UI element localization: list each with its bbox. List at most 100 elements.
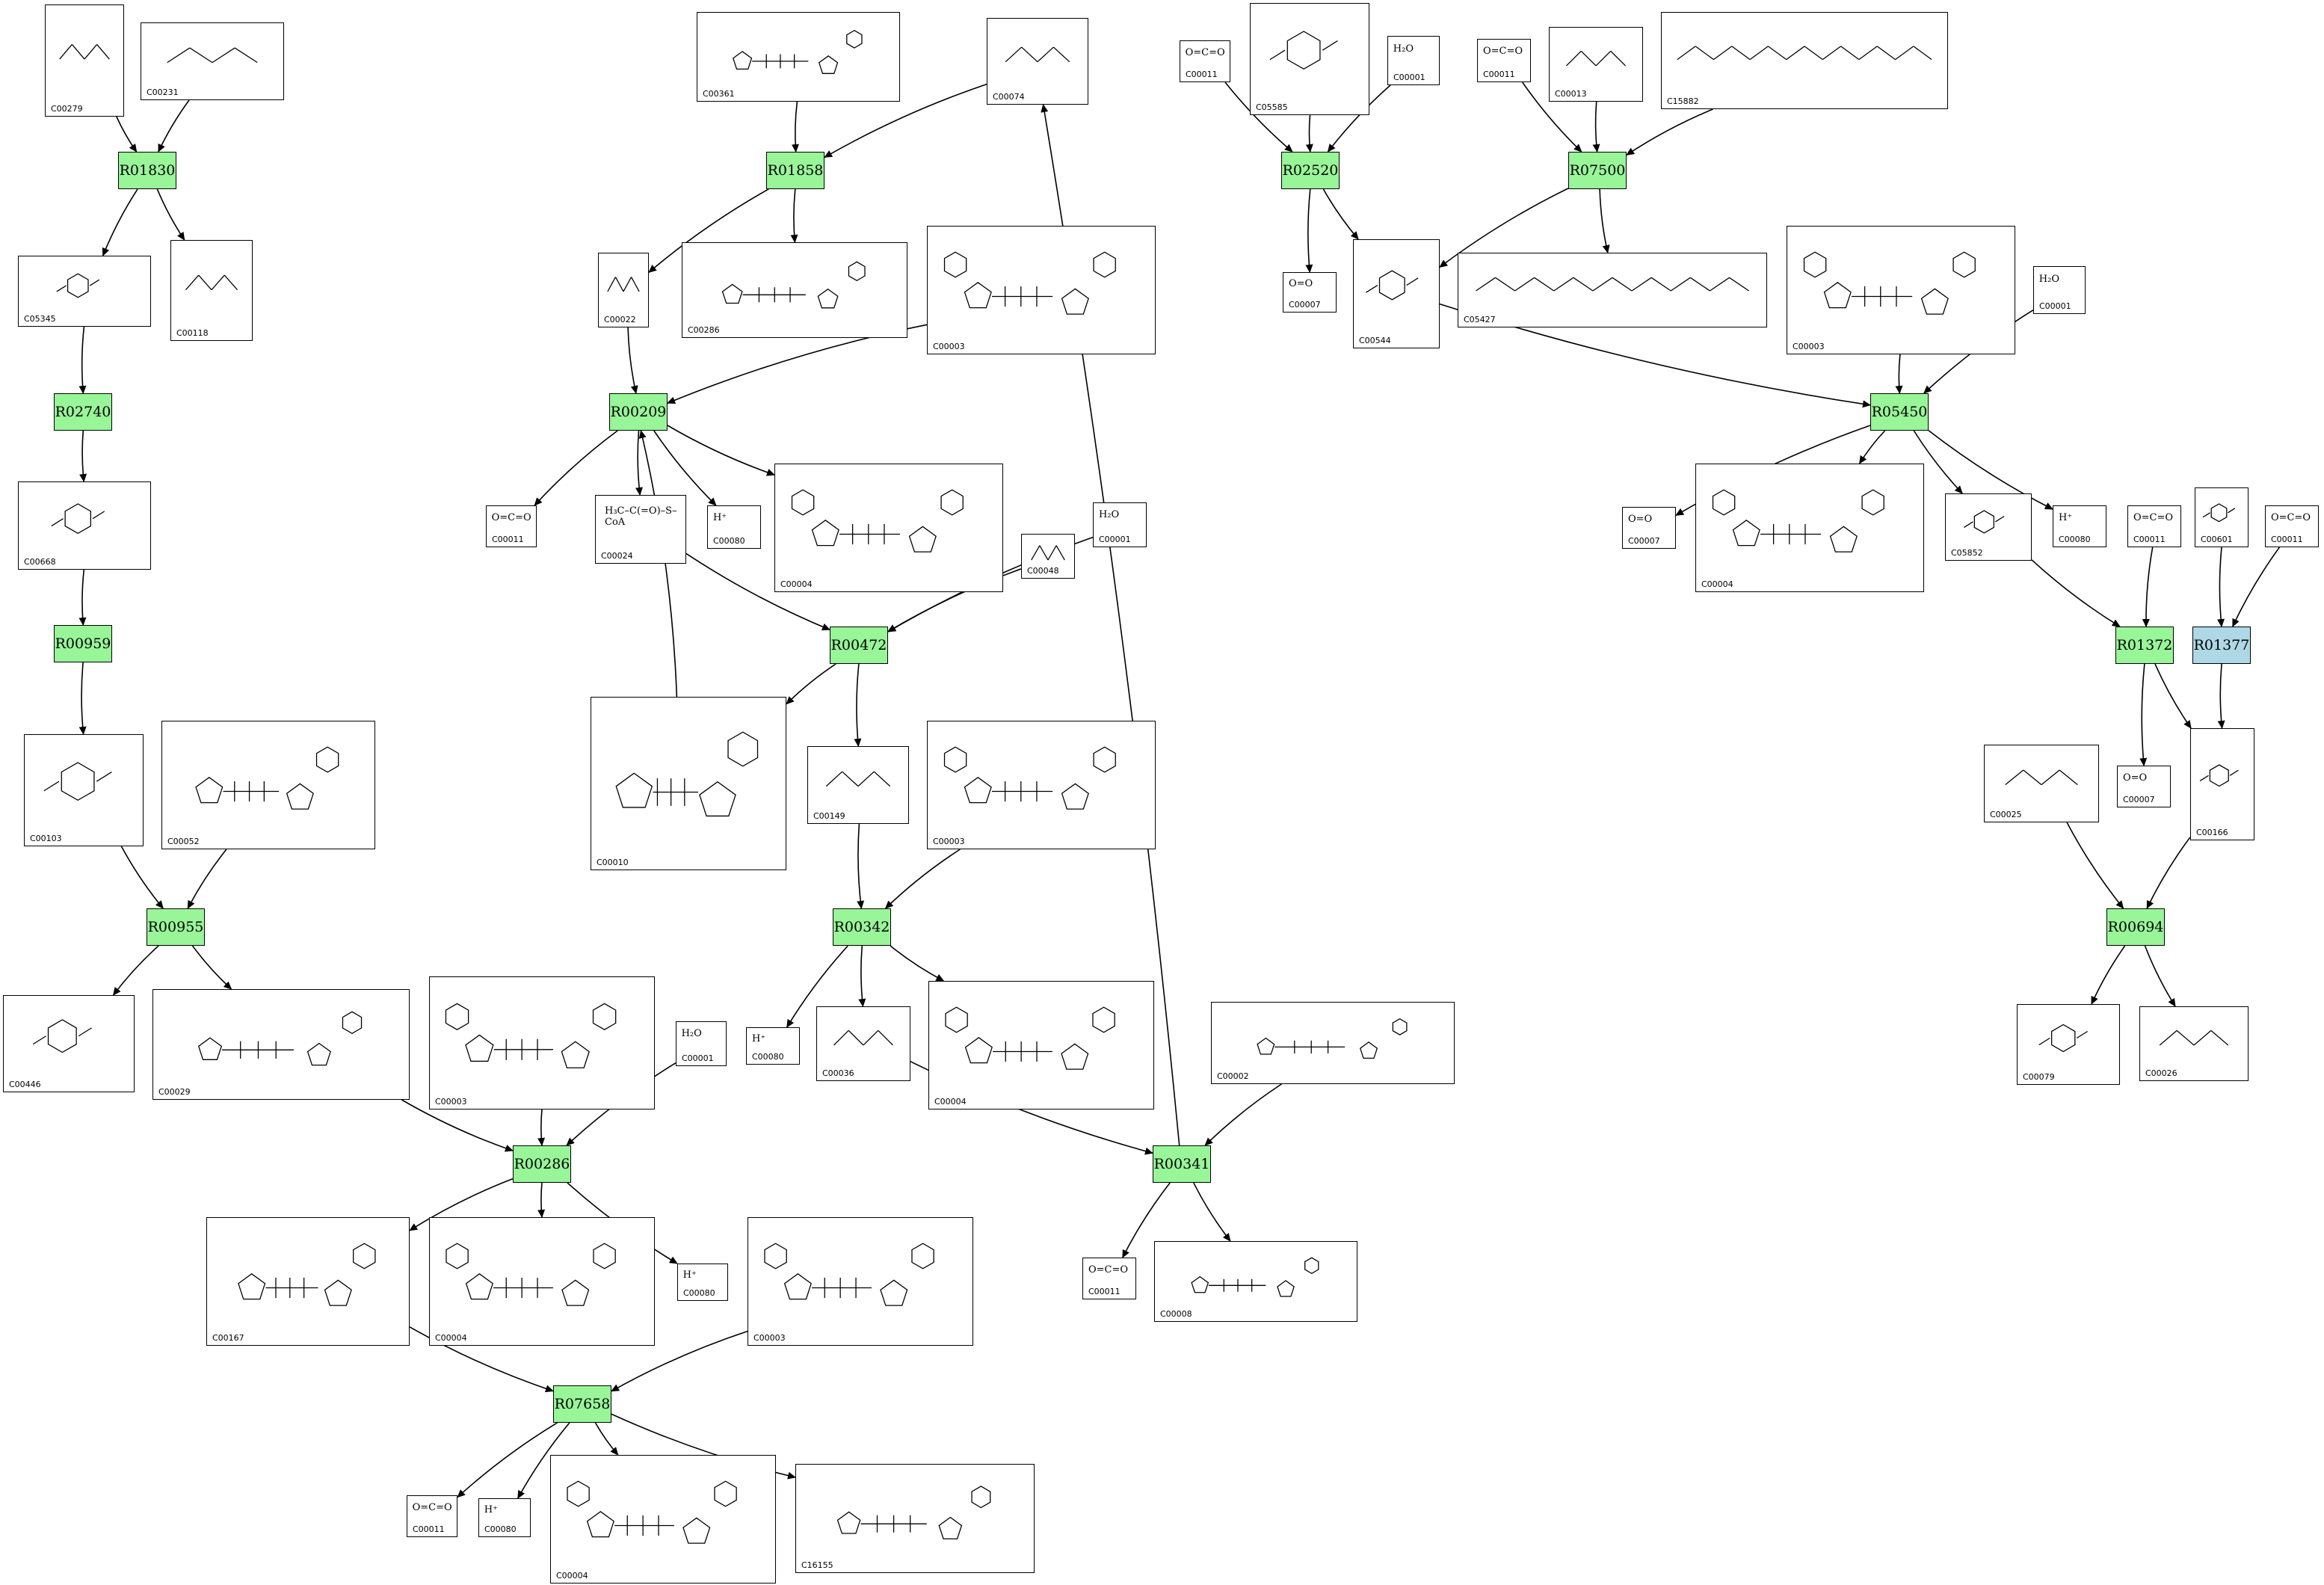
compound-c00149[interactable]: C00149 [807, 746, 909, 824]
compound-c00118[interactable]: C00118 [170, 240, 253, 341]
reaction-r00342[interactable]: R00342 [833, 908, 891, 946]
reaction-r00955[interactable]: R00955 [147, 908, 205, 946]
edge-R05450-to-n54 [1928, 430, 2053, 510]
compound-c00004[interactable]: C00004 [429, 1217, 655, 1346]
reaction-r01372[interactable]: R01372 [2115, 627, 2174, 664]
compound-c00004[interactable]: C00004 [774, 464, 1003, 592]
compound-c05585[interactable]: C05585 [1250, 3, 1369, 115]
compound-c00003[interactable]: C00003 [1787, 226, 2015, 354]
compound-c00544[interactable]: C00544 [1353, 239, 1440, 348]
reaction-r01858[interactable]: R01858 [766, 152, 825, 189]
compound-c00361[interactable]: C00361 [697, 12, 900, 102]
compound-c05852[interactable]: C05852 [1945, 493, 2032, 561]
reaction-r01830[interactable]: R01830 [118, 152, 176, 189]
reaction-r07500[interactable]: R07500 [1568, 152, 1627, 189]
compound-c00601[interactable]: C00601 [2195, 487, 2249, 547]
edge-n5-to-R00959 [78, 569, 87, 626]
compound-c00003[interactable]: C00003 [748, 1217, 973, 1346]
compound-c00022[interactable]: C00022 [598, 253, 649, 327]
compound-c00286[interactable]: C00286 [682, 242, 907, 338]
compound-c00166[interactable]: C00166 [2190, 728, 2254, 840]
edge-R02520-to-n43 [1305, 188, 1313, 273]
reaction-r00472[interactable]: R00472 [830, 627, 888, 664]
compound-c00080[interactable]: H⁺C00080 [478, 1498, 531, 1537]
compound-c05427[interactable]: C05427 [1458, 253, 1767, 327]
compound-c00003[interactable]: C00003 [927, 226, 1156, 354]
compound-c05345[interactable]: C05345 [18, 256, 151, 327]
compound-c00668[interactable]: C00668 [18, 481, 151, 570]
compound-c00036[interactable]: C00036 [816, 1006, 910, 1081]
reaction-r00286[interactable]: R00286 [513, 1145, 571, 1183]
edge-R01830-to-n3 [102, 188, 138, 256]
compound-id-label: C00001 [2039, 301, 2071, 311]
compound-c00074[interactable]: C00074 [987, 18, 1088, 105]
compound-c00029[interactable]: C00029 [152, 989, 410, 1100]
compound-c00080[interactable]: H⁺C00080 [746, 1027, 800, 1065]
compound-c00010[interactable]: C00010 [591, 697, 786, 870]
structure-sketch [238, 1243, 376, 1306]
reaction-r00341[interactable]: R00341 [1153, 1145, 1211, 1183]
compound-id-label: C00025 [1990, 810, 2022, 819]
reaction-r02740[interactable]: R02740 [54, 393, 112, 431]
compound-c00048[interactable]: C00048 [1021, 534, 1075, 579]
compound-id-label: C00029 [158, 1087, 191, 1097]
compound-formula: H₂O [2038, 273, 2060, 285]
reaction-r00694[interactable]: R00694 [2106, 908, 2165, 946]
reaction-r02520[interactable]: R02520 [1281, 152, 1340, 189]
compound-c00231[interactable]: C00231 [141, 22, 284, 100]
compound-c00103[interactable]: C00103 [24, 734, 144, 846]
compound-id-label: C00011 [2133, 535, 2166, 544]
compound-formula: O=C=O [1185, 46, 1225, 58]
compound-c00079[interactable]: C00079 [2017, 1004, 2120, 1085]
compound-c00001[interactable]: H₂O C00001 [2033, 266, 2086, 314]
compound-c16155[interactable]: C16155 [795, 1464, 1035, 1573]
compound-c00167[interactable]: C00167 [206, 1217, 410, 1346]
compound-c00080[interactable]: H⁺C00080 [677, 1264, 728, 1301]
reaction-r01377[interactable]: R01377 [2192, 627, 2251, 664]
compound-c00004[interactable]: C00004 [550, 1455, 776, 1584]
compound-c00013[interactable]: C00013 [1549, 27, 1643, 102]
compound-c00446[interactable]: C00446 [3, 995, 135, 1092]
structure-sketch [2005, 769, 2078, 786]
reaction-r00209[interactable]: R00209 [609, 393, 668, 431]
structure-sketch [167, 47, 258, 64]
reaction-r00959[interactable]: R00959 [54, 625, 112, 662]
compound-c00279[interactable]: C00279 [45, 4, 124, 117]
compound-id-label: C00003 [933, 342, 965, 351]
compound-c00080[interactable]: H⁺C00080 [2053, 505, 2106, 547]
compound-c15882[interactable]: C15882 [1661, 12, 1948, 109]
compound-c00026[interactable]: C00026 [2139, 1006, 2249, 1081]
compound-c00004[interactable]: C00004 [1695, 464, 1924, 592]
edge-n7-to-R00955 [187, 849, 227, 909]
reaction-r05450[interactable]: R05450 [1870, 393, 1929, 431]
compound-c00003[interactable]: C00003 [927, 721, 1156, 849]
compound-id-label: C05345 [24, 314, 56, 324]
compound-c00003[interactable]: C00003 [429, 976, 655, 1110]
structure-sketch [445, 1003, 617, 1068]
compound-c00008[interactable]: C00008 [1154, 1241, 1357, 1322]
structure-sketch [791, 489, 964, 553]
reaction-r07658[interactable]: R07658 [553, 1385, 611, 1423]
compound-c00080[interactable]: H⁺C00080 [707, 505, 761, 549]
compound-c00002[interactable]: C00002 [1211, 1002, 1455, 1084]
compound-c00052[interactable]: C00052 [161, 721, 375, 849]
compound-id-label: C16155 [801, 1560, 833, 1570]
compound-c00025[interactable]: C00025 [1984, 745, 2099, 822]
structure-sketch [721, 261, 866, 309]
compound-c00004[interactable]: C00004 [928, 981, 1154, 1110]
